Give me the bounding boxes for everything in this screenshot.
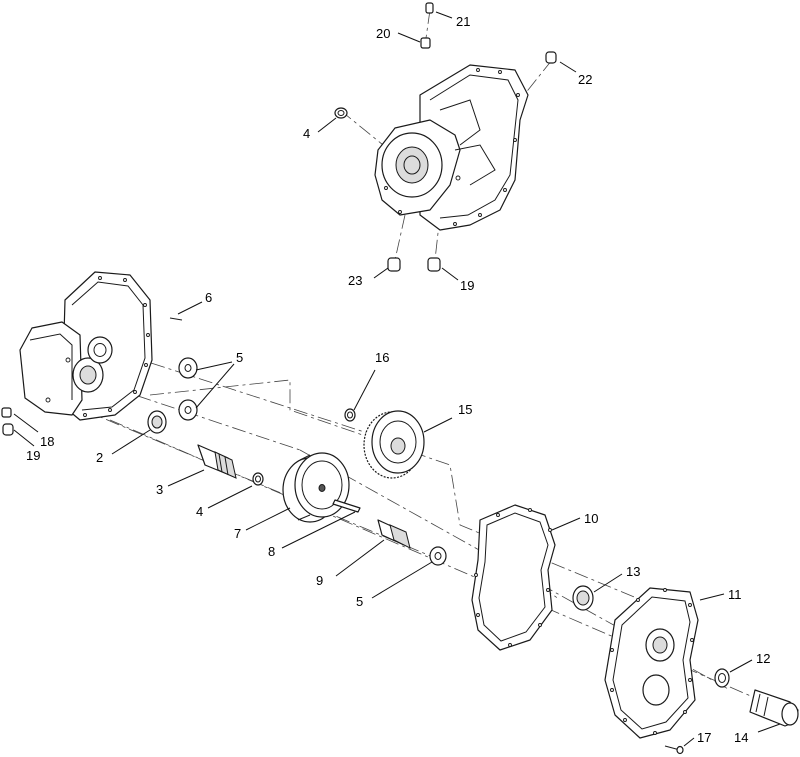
upper-gear-housing: [374, 64, 529, 231]
ring-4-lower: [252, 472, 264, 486]
callout-18: 18: [40, 434, 54, 449]
callout-labels: 21 20 22 4 23 19 6 5 16 15 18 19 2 3 4 7…: [26, 14, 770, 745]
spacer-5-middle: [178, 399, 198, 421]
callout-19-upper: 19: [460, 278, 474, 293]
bearing-13: [572, 585, 594, 611]
callout-20: 20: [376, 26, 390, 41]
callout-22: 22: [578, 72, 592, 87]
callout-11: 11: [728, 587, 742, 602]
cover-11: [604, 587, 699, 739]
callout-6: 6: [205, 290, 212, 305]
callout-10: 10: [584, 511, 598, 526]
pulley-7: [282, 452, 350, 523]
seal-12: [714, 668, 730, 688]
left-gear-housing: [19, 271, 153, 421]
callout-23: 23: [348, 273, 362, 288]
callout-4-upper: 4: [303, 126, 310, 141]
callout-2: 2: [96, 450, 103, 465]
callout-4-lower: 4: [196, 504, 203, 519]
spacer-5-lower: [429, 546, 447, 566]
callout-14: 14: [734, 730, 748, 745]
callout-13: 13: [626, 564, 640, 579]
gear-15: [363, 410, 425, 479]
callout-7: 7: [234, 526, 241, 541]
callout-21: 21: [456, 14, 470, 29]
callout-17: 17: [697, 730, 711, 745]
bolt-17: [664, 745, 684, 755]
callout-5-upper: 5: [236, 350, 243, 365]
key-8: [332, 499, 361, 513]
callout-19-lower: 19: [26, 448, 40, 463]
pinion-9: [377, 519, 411, 549]
callout-12: 12: [756, 651, 770, 666]
gasket-10: [471, 504, 556, 651]
callout-16: 16: [375, 350, 389, 365]
output-shaft-14: [749, 689, 799, 727]
callout-9: 9: [316, 573, 323, 588]
spacer-5-upper: [178, 357, 198, 379]
callout-3: 3: [156, 482, 163, 497]
bearing-2: [147, 410, 167, 434]
left-plugs: [1, 317, 183, 436]
upper-small-parts: [334, 2, 557, 272]
shaft-3: [197, 444, 237, 479]
callout-5-lower: 5: [356, 594, 363, 609]
callout-8: 8: [268, 544, 275, 559]
leader-lines: [13, 11, 781, 747]
callout-15: 15: [458, 402, 472, 417]
ring-16: [344, 408, 356, 422]
